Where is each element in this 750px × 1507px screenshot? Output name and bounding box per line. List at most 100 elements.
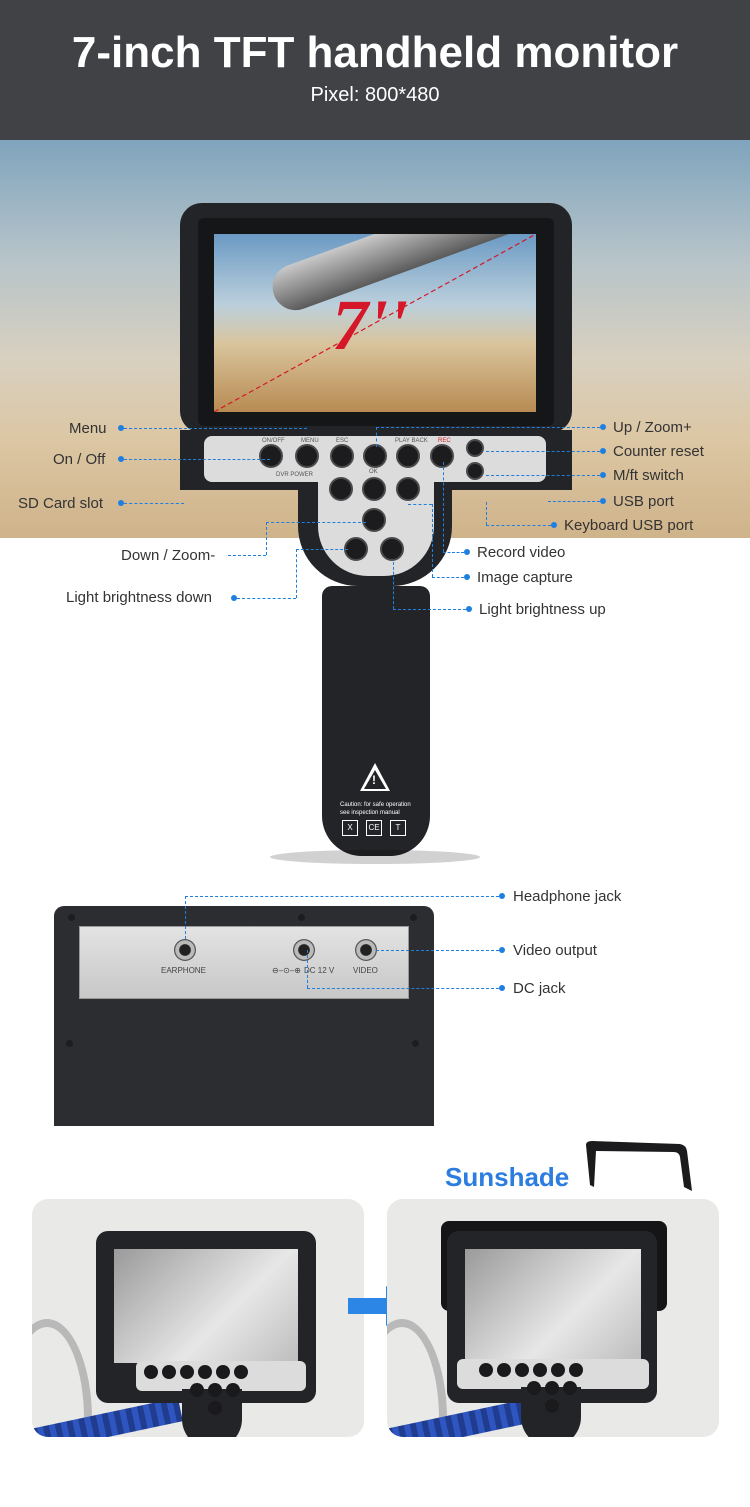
callout-image-capture: Image capture: [477, 569, 573, 586]
header-banner: 7-inch TFT handheld monitor Pixel: 800*4…: [0, 0, 750, 140]
sunshade-label: Sunshade: [445, 1162, 570, 1192]
monitor-after-screen: [465, 1249, 641, 1361]
callout-sd-card: SD Card slot: [18, 495, 104, 512]
callout-line: [307, 950, 308, 988]
key-label-playback: PLAY BACK: [395, 438, 428, 444]
mini-key: [208, 1383, 222, 1397]
callout-light-down: Light brightness down: [66, 589, 212, 606]
callout-line: [266, 522, 267, 555]
mini-key: [190, 1383, 204, 1397]
key-label-on-off: ON/OFF: [262, 438, 285, 444]
callout-line: [443, 552, 464, 553]
screw: [412, 1040, 419, 1047]
mini-key: [497, 1363, 511, 1377]
callout-dot: [466, 606, 472, 612]
before-card: [32, 1199, 364, 1437]
mini-key: [198, 1365, 212, 1379]
callout-line: [296, 549, 297, 598]
screw: [66, 1040, 73, 1047]
callout-line: [432, 504, 433, 577]
callout-usb-port: USB port: [613, 493, 674, 510]
left-button[interactable]: [329, 477, 353, 501]
warning-symbol: !: [372, 773, 376, 787]
callout-line: [393, 609, 466, 610]
video-jack[interactable]: [355, 939, 377, 961]
right-button[interactable]: [396, 477, 420, 501]
callout-line: [486, 502, 487, 525]
callout-line: [486, 451, 600, 452]
mini-key: [527, 1381, 541, 1395]
counter-reset-button[interactable]: [466, 439, 484, 457]
umbrella-mark-icon: T: [390, 820, 406, 836]
earphone-label: EARPHONE: [161, 966, 206, 975]
callout-dot: [551, 522, 557, 528]
record-button[interactable]: [430, 444, 454, 468]
callout-on-off: On / Off: [53, 451, 106, 468]
mini-key: [216, 1365, 230, 1379]
callout-up-zoom: Up / Zoom+: [613, 419, 692, 436]
callout-headphone: Headphone jack: [513, 888, 622, 905]
monitor-before-screen: [114, 1249, 298, 1363]
callout-line: [296, 549, 348, 550]
callout-line: [185, 896, 186, 939]
light-up-button[interactable]: [380, 537, 404, 561]
callout-line: [185, 896, 499, 897]
callout-keyboard-usb: Keyboard USB port: [564, 517, 694, 534]
power-button[interactable]: [259, 444, 283, 468]
dc-symbol-label: ⊖–⊙–⊕: [272, 966, 302, 975]
mini-key: [563, 1381, 577, 1395]
caution-text: Caution: for safe operation see inspecti…: [340, 801, 411, 817]
after-card: [387, 1199, 719, 1437]
callout-line: [124, 428, 307, 429]
callout-line: [376, 427, 377, 447]
diagonal-size-line: [214, 234, 536, 412]
callout-line: [443, 462, 444, 552]
port-plate: [79, 926, 409, 999]
mini-key: [479, 1363, 493, 1377]
earphone-jack[interactable]: [174, 939, 196, 961]
down-zoom-button[interactable]: [362, 508, 386, 532]
callout-line: [486, 475, 600, 476]
mini-key: [208, 1401, 222, 1415]
callout-line: [228, 555, 266, 556]
callout-line: [408, 504, 432, 505]
esc-button[interactable]: [330, 444, 354, 468]
mini-key: [569, 1363, 583, 1377]
page-subtitle: Pixel: 800*480: [310, 84, 440, 106]
caution-line-2: see inspection manual: [340, 810, 400, 816]
callout-line: [376, 950, 499, 951]
ce-mark-icon: CE: [366, 820, 382, 836]
callout-dot: [118, 425, 124, 431]
key-label-esc: ESC: [336, 438, 349, 444]
callout-line: [376, 427, 600, 428]
ok-button[interactable]: [362, 477, 386, 501]
callout-line: [307, 988, 499, 989]
mini-key: [551, 1363, 565, 1377]
warning-icon-inner: [364, 770, 386, 789]
mini-key: [533, 1363, 547, 1377]
callout-line: [237, 598, 296, 599]
caution-line-1: Caution: for safe operation: [340, 802, 411, 808]
callout-dot: [600, 498, 606, 504]
callout-dot: [118, 500, 124, 506]
mini-key: [515, 1363, 529, 1377]
up-zoom-button[interactable]: [363, 444, 387, 468]
mft-switch-button[interactable]: [466, 462, 484, 480]
mini-key: [545, 1399, 559, 1413]
callout-line: [548, 501, 600, 502]
mini-key: [180, 1365, 194, 1379]
mini-key: [226, 1383, 240, 1397]
callout-light-up: Light brightness up: [479, 601, 606, 618]
callout-dot: [600, 424, 606, 430]
dc-jack[interactable]: [293, 939, 315, 961]
callout-line: [124, 503, 184, 504]
callout-dot: [499, 893, 505, 899]
menu-button[interactable]: [295, 444, 319, 468]
monitor-screen: 7'': [214, 234, 536, 412]
callout-video-output: Video output: [513, 942, 597, 959]
callout-dot: [499, 947, 505, 953]
weee-mark-icon: X: [342, 820, 358, 836]
playback-button[interactable]: [396, 444, 420, 468]
light-down-button[interactable]: [344, 537, 368, 561]
